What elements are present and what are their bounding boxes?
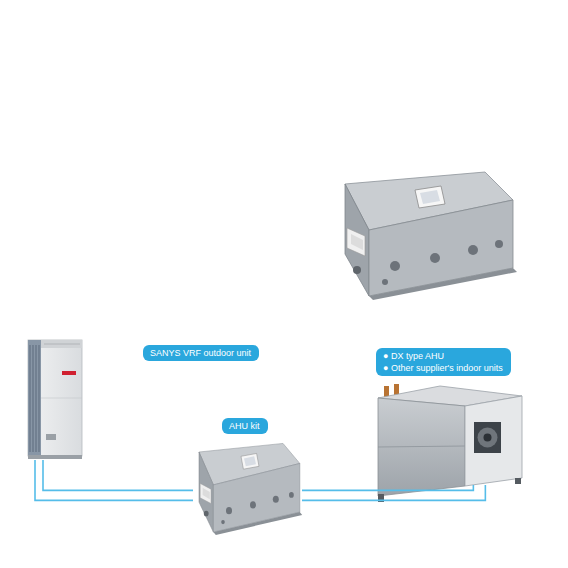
pipe-line <box>35 460 193 500</box>
node-label: AHU kit <box>229 420 260 432</box>
ahu-picture-part <box>474 422 501 453</box>
outdoor-unit-picture-part <box>46 434 56 440</box>
outdoor-unit-picture-part <box>41 398 82 399</box>
outdoor-unit-picture-part <box>28 455 82 459</box>
ahu-picture-part <box>378 446 465 447</box>
ahu-kit-large <box>345 172 517 300</box>
ahu-picture-part <box>478 428 498 448</box>
refrigerant-pipe <box>35 460 193 500</box>
pipe-line <box>302 485 485 500</box>
ahu-picture <box>378 384 522 502</box>
outdoor-unit-picture-part <box>28 340 41 456</box>
ahu-picture-part <box>378 398 465 496</box>
pipe-line <box>302 485 473 490</box>
outdoor-unit-picture-part <box>44 344 80 345</box>
label-tag: SANYS VRF outdoor unit <box>143 345 259 361</box>
outdoor-unit-picture <box>28 340 82 459</box>
outdoor-unit-picture-part <box>28 340 82 456</box>
node-label: SANYS VRF outdoor unit <box>150 347 251 359</box>
label-tag: ● DX type AHU● Other supplier's indoor u… <box>376 348 511 376</box>
outdoor-unit-picture-part <box>62 371 76 375</box>
node-label: ● Other supplier's indoor units <box>383 362 503 374</box>
node-label: ● DX type AHU <box>383 350 503 362</box>
equipment-node: ● DX type AHU● Other supplier's indoor u… <box>370 392 522 485</box>
label-tag: AHU kit <box>222 418 268 434</box>
outdoor-unit-picture-part <box>36 345 37 452</box>
equipment-node: SANYS VRF outdoor unit <box>28 340 82 460</box>
outdoor-unit-picture-part <box>41 340 82 348</box>
refrigerant-pipe <box>302 485 485 500</box>
outdoor-unit-picture-part <box>30 345 31 452</box>
ahu-picture-part <box>465 396 522 486</box>
outdoor-unit-picture-part <box>33 345 34 452</box>
pipe-line <box>43 460 193 490</box>
equipment-node: AHU kit <box>193 442 302 535</box>
ahu-kit-small <box>199 443 302 535</box>
outdoor-unit-picture-part <box>39 345 40 452</box>
ahu-picture-part <box>484 434 492 442</box>
ahu-picture-part <box>515 478 521 484</box>
